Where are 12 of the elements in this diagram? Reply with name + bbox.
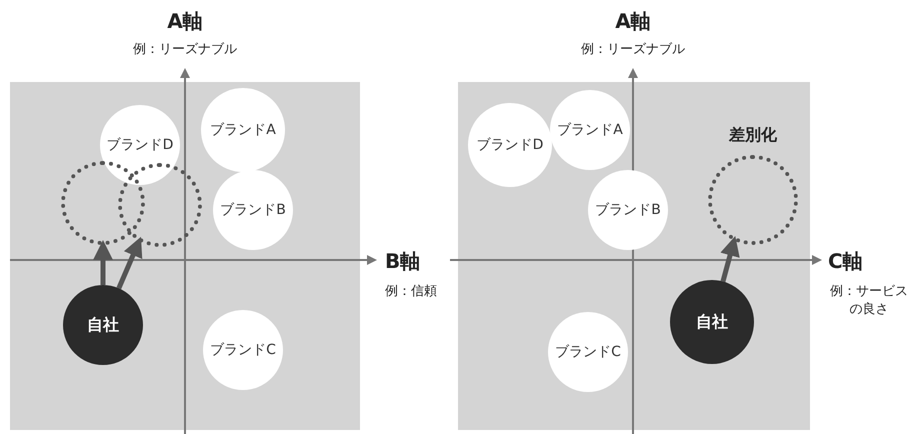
axis-title: A軸 <box>167 8 203 35</box>
axis-title: B軸 <box>385 248 420 275</box>
arrow <box>93 240 113 285</box>
axis-example: 例：リーズナブル <box>133 41 237 58</box>
axis-example: 例：信頼 <box>385 283 437 300</box>
heading: 差別化 <box>728 124 778 146</box>
arrow <box>720 236 740 282</box>
axis-title: A軸 <box>615 8 651 35</box>
axis-example: 例：リーズナブル <box>581 41 685 58</box>
arrow <box>116 236 142 290</box>
axis-title: C軸 <box>828 248 863 275</box>
axis-example: 例：サービスの良さ <box>829 283 909 318</box>
